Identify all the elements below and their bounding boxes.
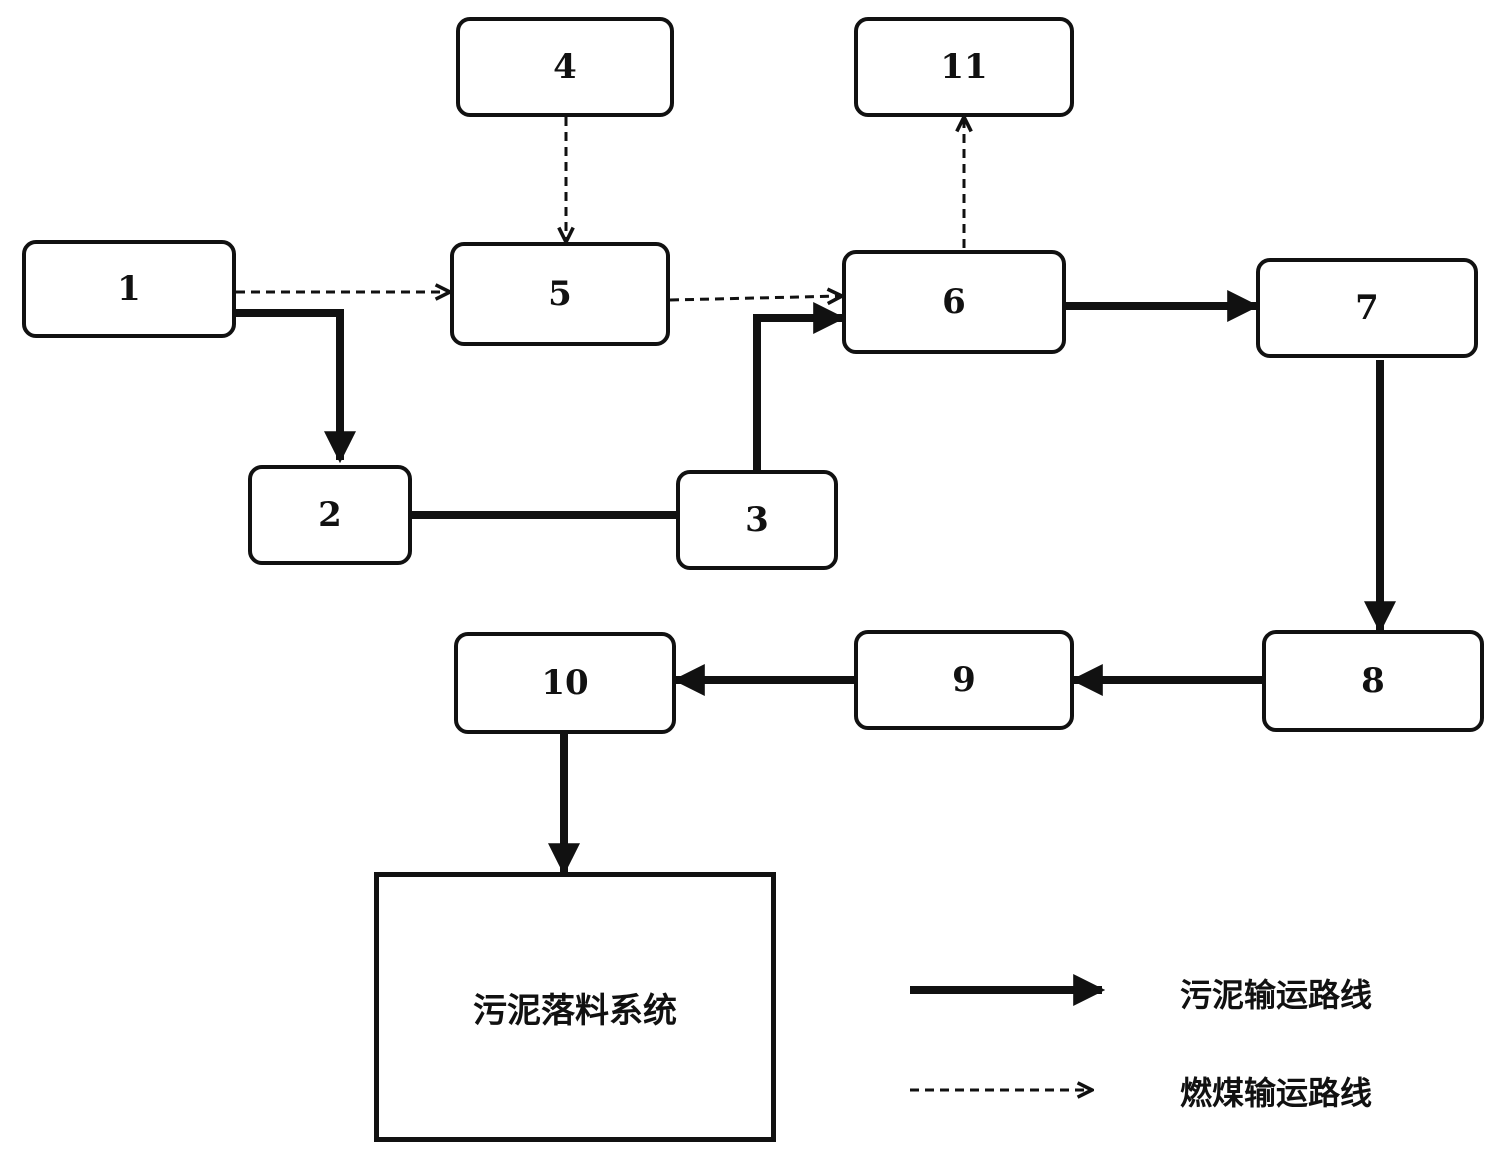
node-5: 5 <box>450 242 670 346</box>
node-11: 11 <box>854 17 1074 117</box>
node-4: 4 <box>456 17 674 117</box>
legend-sludge-route-label: 污泥输运路线 <box>1180 976 1373 1014</box>
node-3: 3 <box>676 470 838 570</box>
node-2-label: 2 <box>318 495 342 535</box>
node-2: 2 <box>248 465 412 565</box>
node-1-label: 1 <box>117 269 141 309</box>
node-10: 10 <box>454 632 676 734</box>
node-11-label: 11 <box>940 47 988 87</box>
sludge-flow-1-to-2 <box>236 309 356 464</box>
node-7: 7 <box>1256 258 1478 358</box>
node-9: 9 <box>854 630 1074 730</box>
node-5-label: 5 <box>548 274 572 314</box>
sludge-system-box: 污泥落料系统 <box>374 872 776 1142</box>
node-8: 8 <box>1262 630 1484 732</box>
node-3-label: 3 <box>745 500 769 540</box>
node-1: 1 <box>22 240 236 338</box>
node-4-label: 4 <box>553 47 577 87</box>
node-10-label: 10 <box>541 663 589 703</box>
node-9-label: 9 <box>952 660 976 700</box>
legend-coal-route-label: 燃煤输运路线 <box>1180 1074 1373 1112</box>
sludge-flow-3-to-6 <box>753 302 846 470</box>
sludge-system-label: 污泥落料系统 <box>473 990 677 1031</box>
node-8-label: 8 <box>1361 661 1385 701</box>
coal-flow-5-to-6 <box>669 296 842 300</box>
node-6: 6 <box>842 250 1066 354</box>
node-6-label: 6 <box>942 282 966 322</box>
node-7-label: 7 <box>1355 288 1379 328</box>
